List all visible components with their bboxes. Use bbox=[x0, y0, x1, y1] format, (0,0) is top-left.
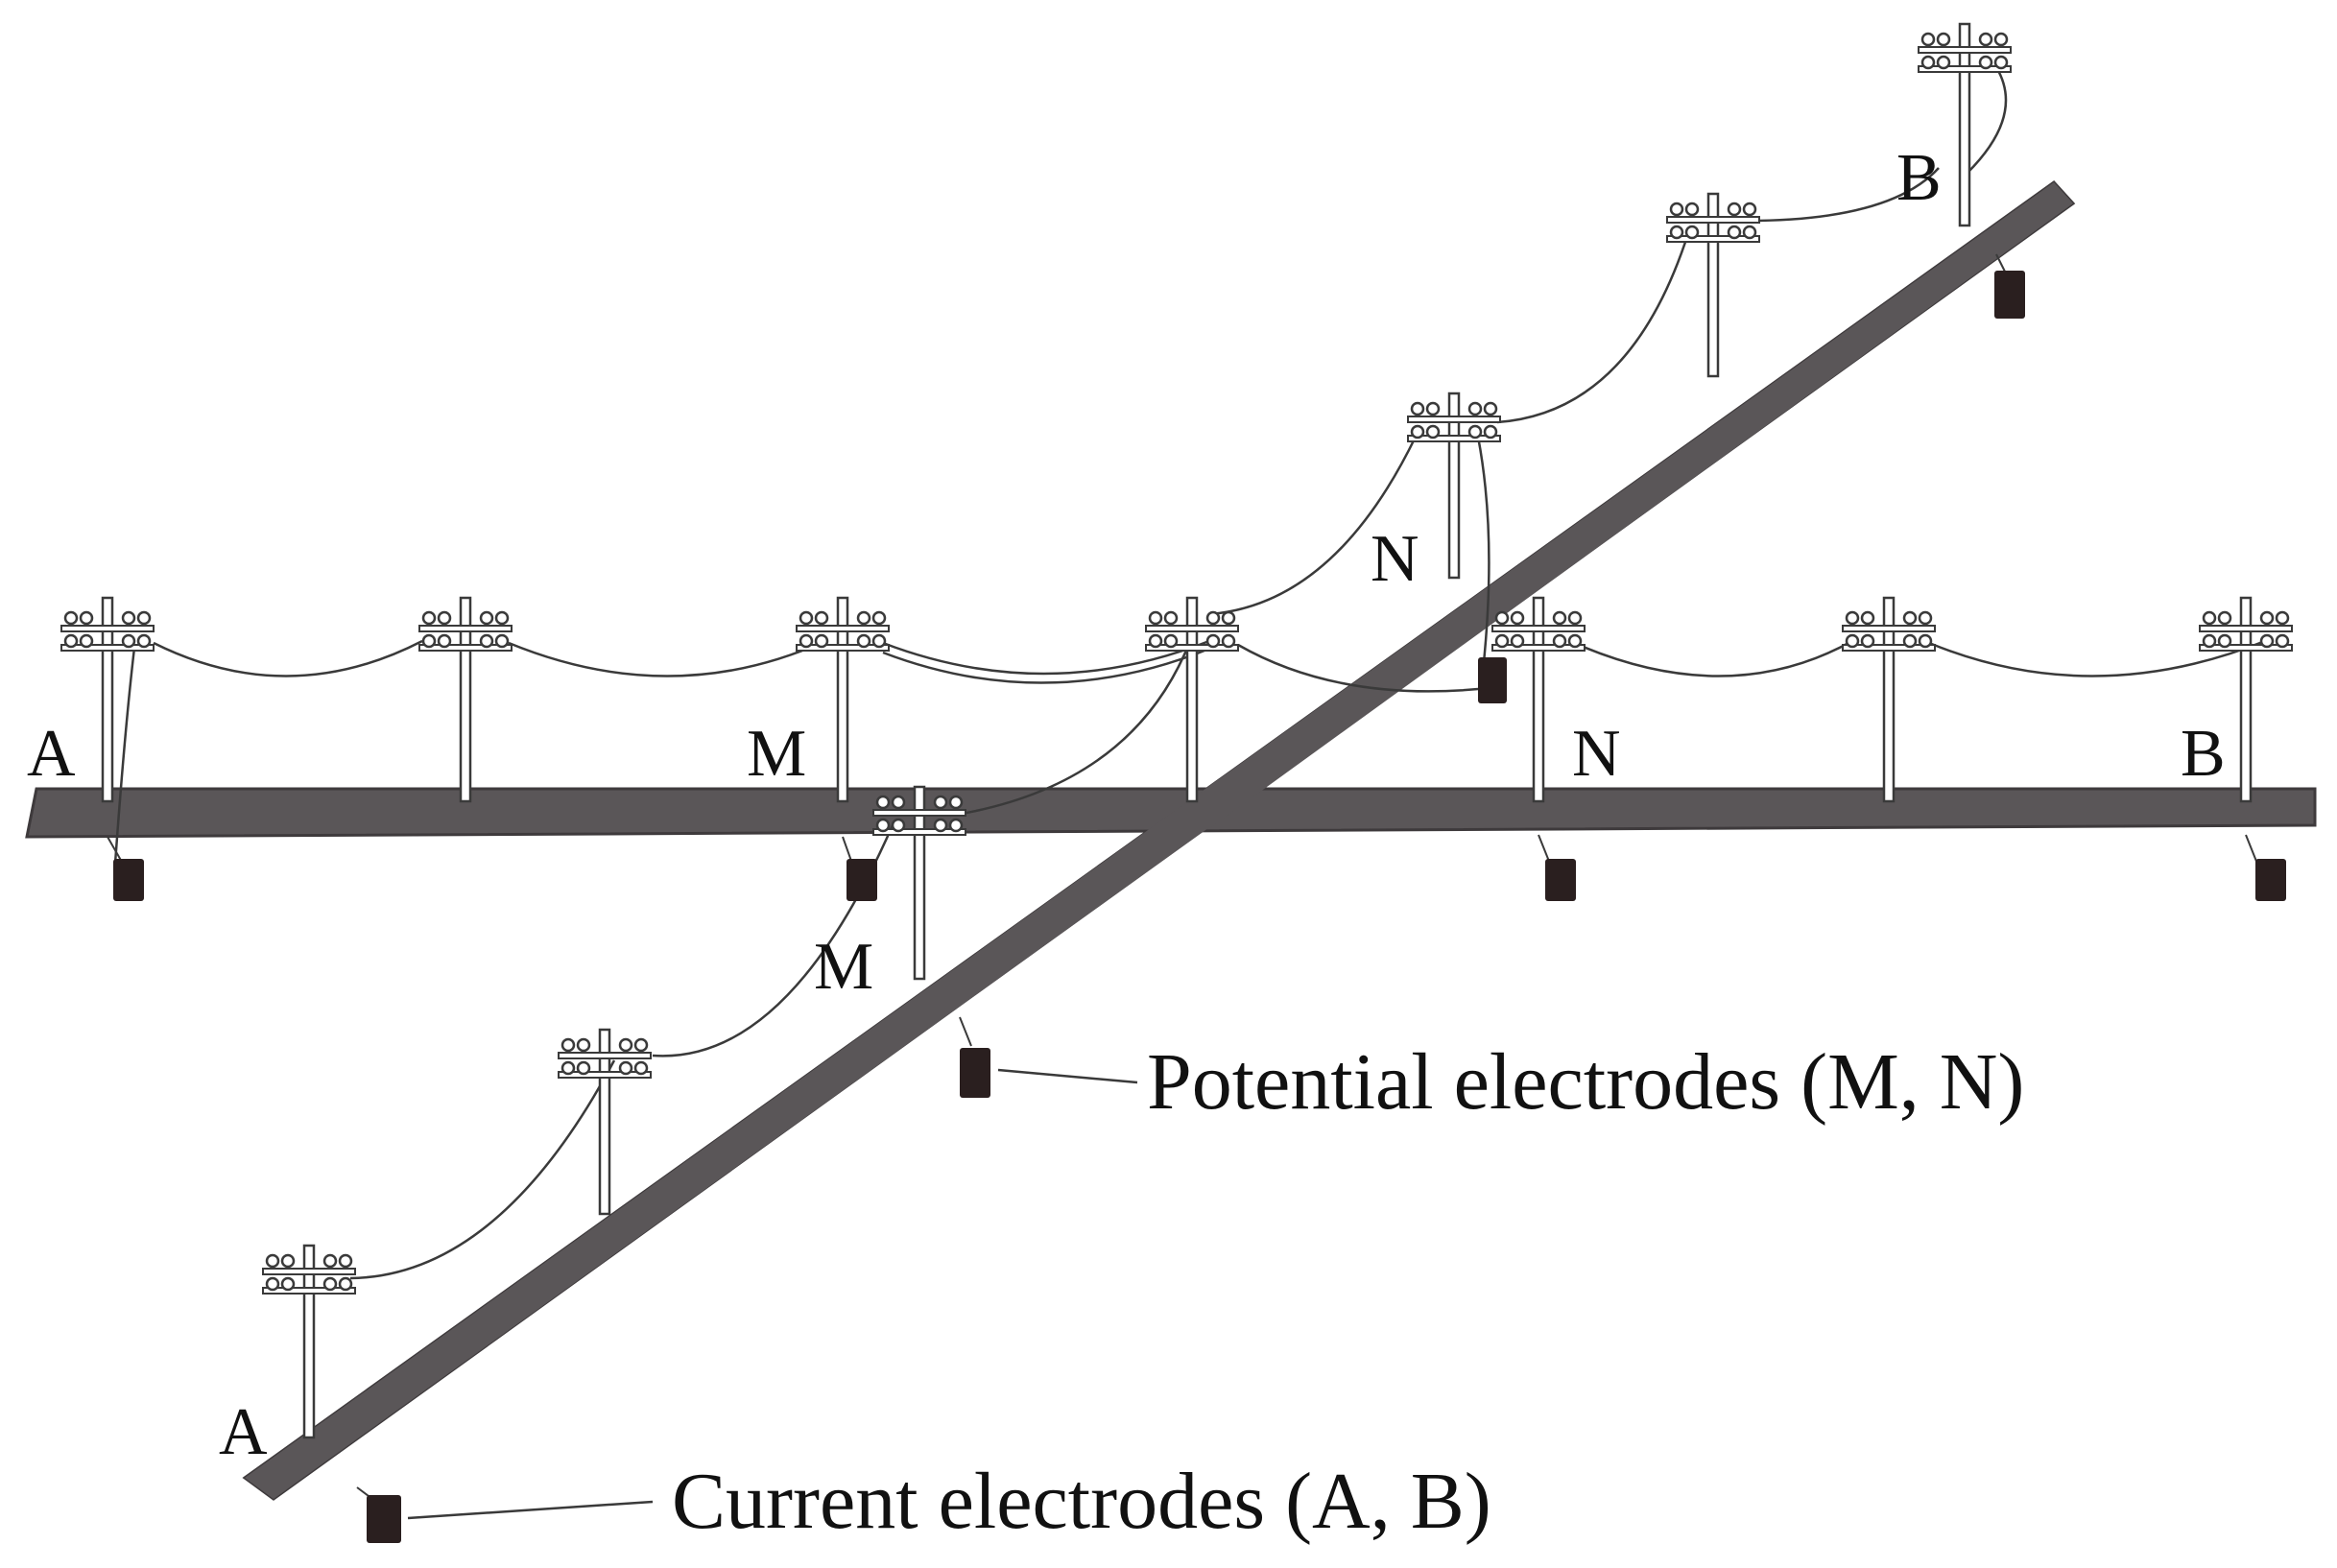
pole bbox=[60, 596, 155, 803]
current-electrodes-caption: Current electrodes (A, B) bbox=[672, 1457, 1491, 1546]
potential-electrodes-caption: Potential electrodes (M, N) bbox=[1147, 1037, 2024, 1127]
wires bbox=[113, 66, 2266, 1280]
pole bbox=[1406, 392, 1502, 580]
pole bbox=[2198, 596, 2294, 803]
potential-leader-line bbox=[997, 1068, 1138, 1084]
label-h-b: B bbox=[2181, 717, 2226, 791]
pole bbox=[417, 596, 513, 803]
diagonal-road-back bbox=[1152, 182, 2073, 827]
pole bbox=[1490, 596, 1586, 803]
label-h-a: A bbox=[27, 717, 76, 791]
pole bbox=[795, 596, 891, 803]
diagonal-road-front bbox=[245, 779, 1276, 1499]
horizontal-line-poles bbox=[60, 596, 2294, 803]
horizontal-road bbox=[25, 787, 2317, 839]
electrode bbox=[842, 836, 877, 901]
pole bbox=[1665, 192, 1761, 378]
label-d-n: N bbox=[1371, 522, 1419, 596]
pole bbox=[871, 785, 967, 981]
electrode bbox=[107, 836, 144, 901]
electrode bbox=[1478, 657, 1507, 703]
electrodes bbox=[107, 253, 2286, 1543]
pole bbox=[1841, 596, 1937, 803]
electrode bbox=[1994, 253, 2025, 319]
label-h-n: N bbox=[1572, 717, 1621, 791]
electrode bbox=[959, 1016, 990, 1098]
current-leader-line bbox=[407, 1500, 654, 1520]
label-d-b: B bbox=[1896, 141, 1942, 215]
electrode bbox=[1538, 834, 1576, 901]
label-h-m: M bbox=[747, 717, 806, 791]
label-d-a: A bbox=[219, 1395, 268, 1469]
electrode bbox=[356, 1486, 401, 1543]
pole bbox=[557, 1028, 653, 1216]
electrode bbox=[2245, 834, 2286, 901]
pole bbox=[1917, 22, 2013, 227]
diagonal-line-poles bbox=[261, 22, 2013, 1439]
label-d-m: M bbox=[814, 930, 873, 1004]
pole bbox=[1144, 596, 1240, 803]
pole bbox=[261, 1244, 357, 1439]
